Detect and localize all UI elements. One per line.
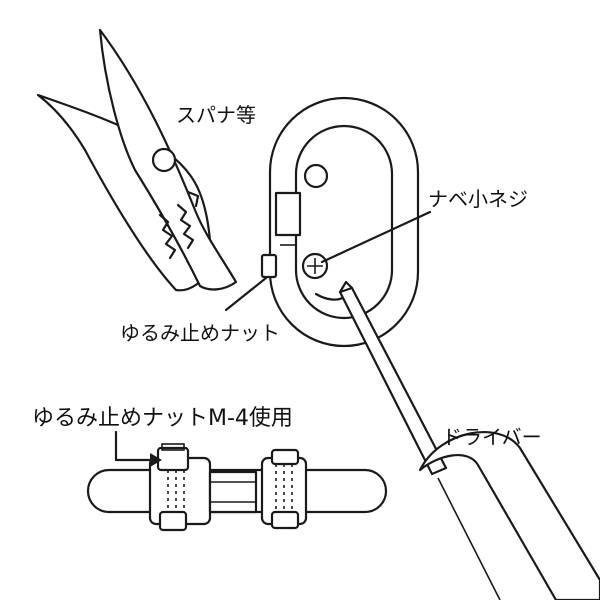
label-lock-nut: ゆるみ止めナット: [120, 321, 280, 345]
link-illustration: [260, 96, 420, 348]
pan-screw-leader: [320, 210, 432, 264]
leader-lines: [114, 210, 432, 467]
pliers-illustration: [36, 28, 238, 292]
label-spanner: スパナ等: [176, 103, 256, 127]
label-driver: ドライバー: [442, 425, 542, 449]
screwdriver-illustration: [338, 280, 600, 600]
label-lock-nut-m4: ゆるみ止めナットM-4使用: [32, 406, 293, 431]
m4-arrow-head: [150, 453, 162, 467]
label-pan-screw: ナベ小ネジ: [428, 187, 528, 211]
m4-leader: [114, 430, 152, 462]
link-side-view: [86, 443, 388, 532]
lock-nut-leader: [224, 276, 268, 312]
